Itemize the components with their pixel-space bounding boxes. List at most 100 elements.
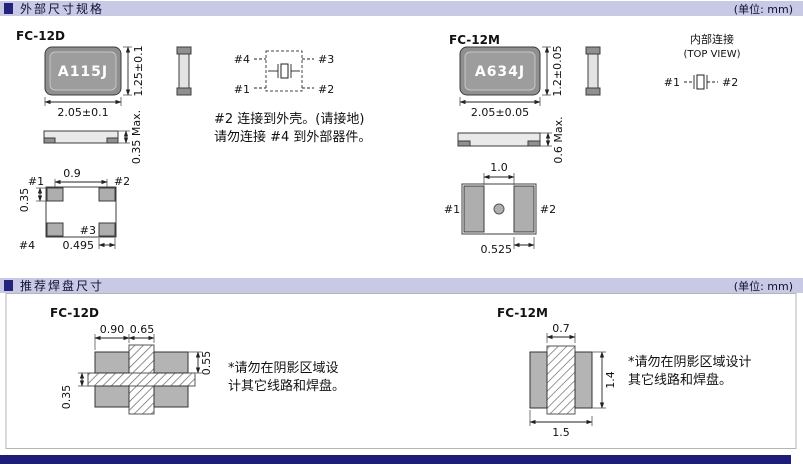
fc12d-side-view-horizontal: 0.35 Max. xyxy=(43,110,143,164)
pin-label: #3 xyxy=(80,224,96,237)
side-pad xyxy=(457,140,471,147)
pin-label: #1 xyxy=(28,175,44,188)
land-pad xyxy=(153,385,189,408)
land-fc12d-title: FC-12D xyxy=(50,306,99,320)
pin-label: #1 xyxy=(444,203,460,216)
section-bullet-icon xyxy=(4,3,13,14)
land-pad xyxy=(529,351,548,409)
fc12d-height-label: 1.25±0.1 xyxy=(132,45,145,96)
external-dimensions-canvas: FC-12D A115J 2.05±0.1 1.25±0.1 xyxy=(16,29,741,256)
pad xyxy=(46,222,64,237)
fc12d-package-lid xyxy=(49,51,117,91)
fc12d-internal-connection: #4 #3 #1 #2 xyxy=(234,50,334,96)
section-title-pads: 推荐焊盘尺寸 xyxy=(20,278,105,293)
fc12m-thickness-label: 0.6 Max. xyxy=(552,116,565,163)
section-bullet-icon xyxy=(4,280,13,291)
pad xyxy=(98,222,116,237)
pin-label: #2 xyxy=(318,83,334,96)
section-title-external: 外部尺寸规格 xyxy=(20,1,105,16)
fc12m-marking: A634J xyxy=(475,64,525,80)
footer-bar xyxy=(0,455,791,464)
land-fc12d-note-line1: *请勿在阴影区域设 xyxy=(228,361,339,376)
side-pad xyxy=(43,137,56,144)
crystal-symbol xyxy=(280,63,289,79)
side-cap xyxy=(585,87,601,96)
fc12m-height-dimension: 1.2±0.05 xyxy=(542,45,564,97)
fc12d-note-line1: #2 连接到外壳。(请接地) xyxy=(214,111,364,127)
internal-connection-subtitle: (TOP VIEW) xyxy=(684,49,741,60)
land-fc12d-pad-height-label: 0.55 xyxy=(200,351,213,376)
land-fc12m-pad-height-label: 1.4 xyxy=(604,371,617,389)
land-fc12d-gap-x-label: 0.65 xyxy=(130,323,155,336)
fc12d-width-dimension: 2.05±0.1 xyxy=(44,97,122,119)
land-pad xyxy=(153,351,189,374)
pin-label: #2 xyxy=(114,175,130,188)
pad xyxy=(98,187,116,202)
land-fc12m-gap-label: 0.7 xyxy=(552,322,570,335)
fc12m-top-view: A634J xyxy=(459,46,541,96)
fc12m-package-lid xyxy=(464,51,536,91)
land-pad xyxy=(94,351,130,374)
section-header-external: 外部尺寸规格 (单位: mm) xyxy=(0,1,803,16)
side-body xyxy=(43,130,119,144)
fc12d-marking: A115J xyxy=(58,64,108,80)
pin-label: #2 xyxy=(722,76,738,89)
fc12m-title: FC-12M xyxy=(449,33,500,47)
fc12d-pad-height-label: 0.35 xyxy=(18,188,31,213)
index-mark xyxy=(493,203,505,215)
fc12m-internal-connection: 内部连接 (TOP VIEW) #1 #2 xyxy=(664,32,741,90)
side-pad xyxy=(527,140,541,147)
fc12d-width-label: 2.05±0.1 xyxy=(57,106,108,119)
fc12d-thickness-label: 0.35 Max. xyxy=(130,110,143,164)
fc12d-top-view: A115J xyxy=(44,46,122,96)
pad xyxy=(463,185,485,233)
fc12d-bottom-view: 0.9 #1 #2 0.35 #3 #4 0.495 xyxy=(18,167,130,252)
fc12d-note-line2: 请勿连接 #4 到外部器件。 xyxy=(214,129,371,145)
fc12d-pad-pitch-label: 0.9 xyxy=(63,167,81,180)
land-fc12m-total-width-label: 1.5 xyxy=(552,426,570,439)
fc12m-width-label: 2.05±0.05 xyxy=(471,106,529,119)
land-fc12m-title: FC-12M xyxy=(497,306,548,320)
land-pad xyxy=(574,351,593,409)
fc12m-pad-gap-label: 1.0 xyxy=(490,161,508,174)
fc12m-bottom-view: 1.0 #1 #2 0.525 xyxy=(444,161,556,256)
side-body xyxy=(457,132,541,147)
fc12m-side-view-vertical xyxy=(585,46,601,96)
land-fc12m-note-line2: 其它线路和焊盘。 xyxy=(628,372,732,388)
pin-label: #1 xyxy=(664,76,680,89)
land-fc12d-note-line2: 计其它线路和焊盘。 xyxy=(228,378,345,394)
keepout-hatch-horizontal xyxy=(87,372,196,387)
pin-label: #3 xyxy=(318,53,334,66)
land-fc12d-gap-y-label: 0.35 xyxy=(60,385,73,410)
pad-dimensions-canvas: FC-12D 0.90 0.65 0.55 0.35 *请勿在阴影区域设 xyxy=(5,293,797,449)
fc12m-side-view-horizontal: 0.6 Max. xyxy=(457,116,565,164)
side-cap xyxy=(585,46,601,55)
fc12m-height-label: 1.2±0.05 xyxy=(551,45,564,96)
pin-label: #2 xyxy=(540,203,556,216)
land-fc12d-pad-width-label: 0.90 xyxy=(100,323,125,336)
fc12d-title: FC-12D xyxy=(16,29,65,43)
crystal-symbol xyxy=(696,74,705,90)
unit-label: (单位: mm) xyxy=(733,2,793,16)
pad-section-border xyxy=(5,293,797,449)
land-pad xyxy=(94,385,130,408)
pin-label: #4 xyxy=(234,53,250,66)
pin-label: #4 xyxy=(19,239,35,252)
fc12d-pad-width-label: 0.495 xyxy=(63,239,95,252)
fc12m-pad-width-label: 0.525 xyxy=(481,243,513,256)
land-fc12m-note-line1: *请勿在阴影区域设计 xyxy=(628,355,752,370)
pad xyxy=(513,185,535,233)
unit-label: (单位: mm) xyxy=(733,279,793,293)
pin-label: #1 xyxy=(234,83,250,96)
fc12m-width-dimension: 2.05±0.05 xyxy=(459,97,541,119)
fc12d-side-view-vertical xyxy=(176,46,192,96)
land-fc12d-drawing: 0.90 0.65 0.55 0.35 xyxy=(60,323,213,415)
keepout-hatch-center xyxy=(546,345,576,415)
section-header-pads: 推荐焊盘尺寸 (单位: mm) xyxy=(0,278,803,293)
case-outline xyxy=(265,50,303,92)
internal-connection-title: 内部连接 xyxy=(690,32,734,46)
side-pad xyxy=(106,137,119,144)
fc12d-height-dimension: 1.25±0.1 xyxy=(123,45,145,97)
land-fc12m-drawing: 0.7 1.4 1.5 xyxy=(529,322,617,439)
